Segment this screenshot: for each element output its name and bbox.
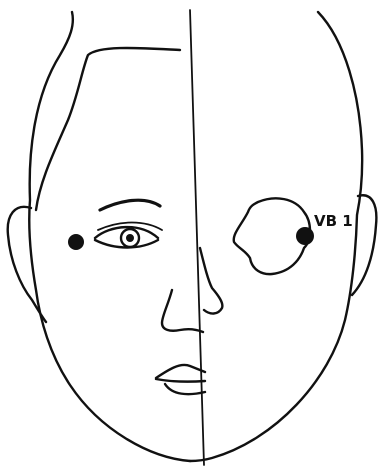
vb1-label: VB 1 xyxy=(314,212,353,230)
vb1-point xyxy=(296,227,314,245)
head-outline-right xyxy=(190,12,362,461)
pupil xyxy=(126,234,134,242)
left-ear xyxy=(8,207,46,322)
midline xyxy=(190,10,204,465)
lower-lip xyxy=(165,384,205,394)
hairline xyxy=(36,48,180,210)
nose-left xyxy=(162,290,203,332)
eyebrow xyxy=(100,200,160,210)
lip-line xyxy=(156,379,205,382)
upper-lip xyxy=(156,365,205,378)
left-temple-point xyxy=(68,234,84,250)
nose-right xyxy=(200,248,222,314)
head-outline-left xyxy=(29,12,190,461)
